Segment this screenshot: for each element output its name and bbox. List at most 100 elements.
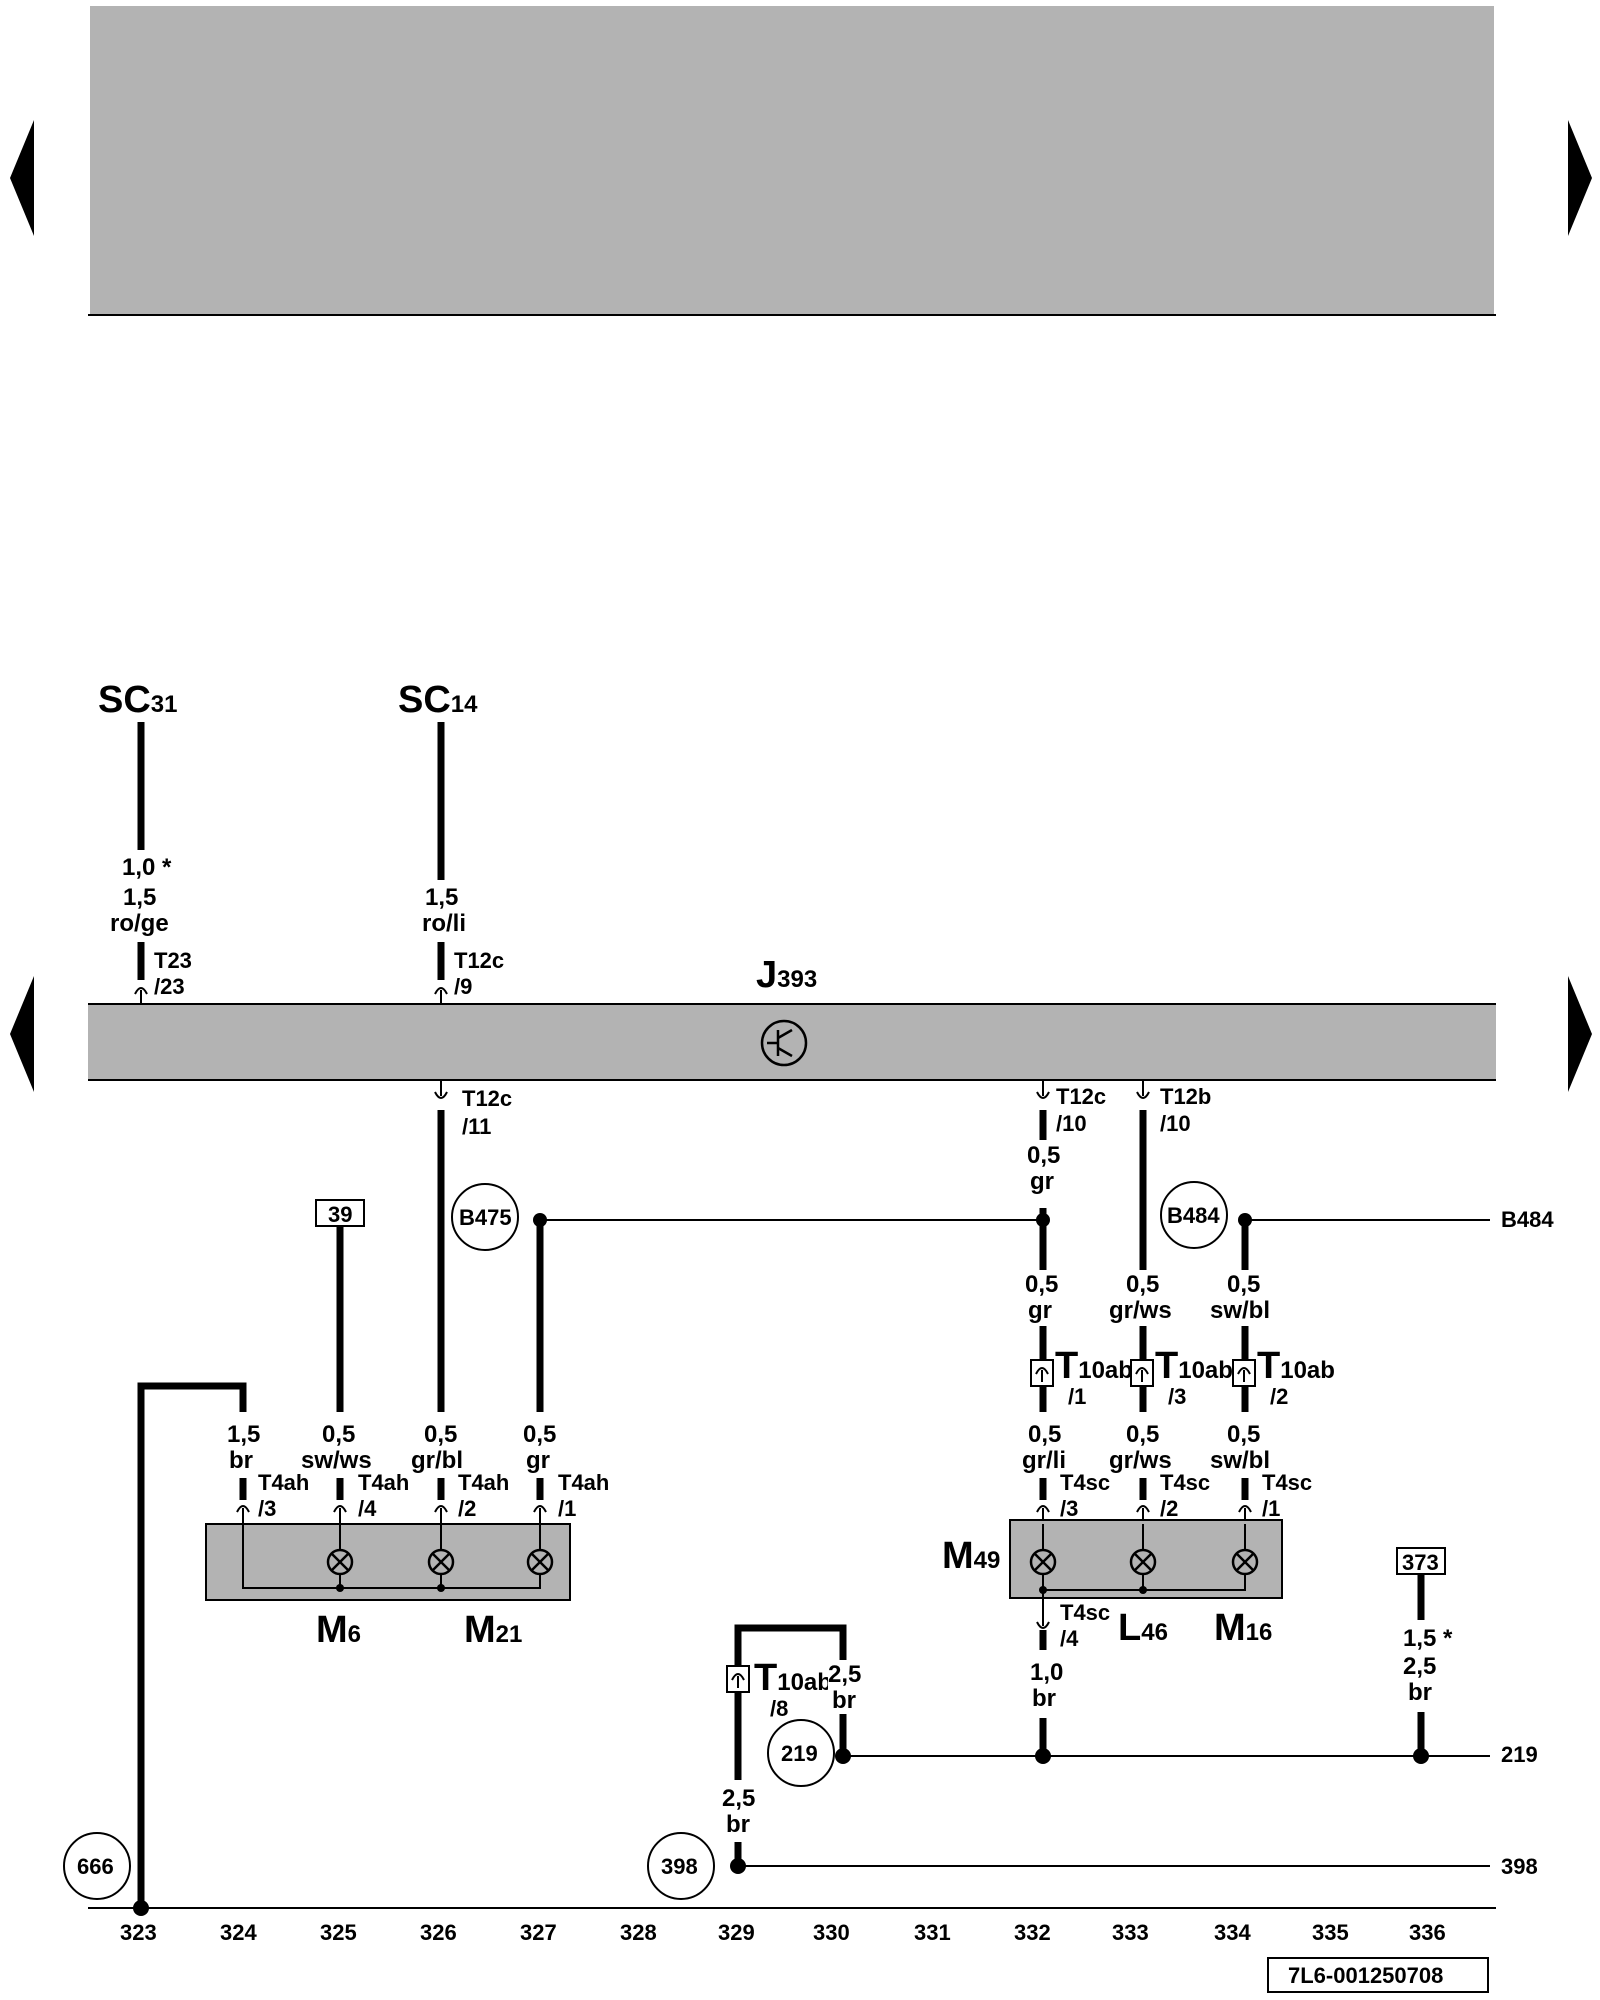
junction-m21	[437, 1584, 445, 1592]
wire-325-color: sw/ws	[301, 1447, 372, 1474]
next-page-arrow-top[interactable]	[1568, 120, 1592, 236]
connector-t12b-10-name: T12b	[1160, 1084, 1211, 1109]
junction-398	[730, 1858, 746, 1874]
pin-t4ah-3	[236, 1505, 250, 1524]
track-number: 330	[813, 1920, 850, 1945]
ref-box-39	[315, 1199, 365, 1227]
wire-327-color: gr	[526, 1447, 550, 1474]
t4ah-1-pin: /1	[558, 1496, 576, 1521]
junction-219-b	[1035, 1748, 1051, 1764]
ref-219-out: 219	[1501, 1742, 1538, 1767]
ref-b484-out: B484	[1501, 1207, 1554, 1232]
component-l46-label: L46	[1118, 1607, 1168, 1649]
component-m6-label: M6	[316, 1609, 361, 1651]
junction-219-a	[835, 1748, 851, 1764]
wire-332d-color: br	[1032, 1685, 1056, 1712]
track-number: 324	[220, 1920, 257, 1945]
ref-circle-b484	[1160, 1181, 1228, 1249]
t4sc-3-pin: /3	[1060, 1496, 1078, 1521]
junction-l46	[1139, 1586, 1147, 1594]
t4sc-2-name: T4sc	[1160, 1470, 1210, 1495]
wire-332d-size: 1,0	[1030, 1659, 1063, 1686]
t4ah-1-name: T4ah	[558, 1470, 609, 1495]
ref-398-label: 398	[661, 1854, 698, 1879]
bulb-icon-m6	[326, 1548, 354, 1576]
prev-page-arrow-top[interactable]	[10, 120, 34, 236]
wire-334a-size: 0,5	[1227, 1271, 1260, 1298]
supply-sc14: SC14	[398, 679, 478, 721]
t4ah-3-name: T4ah	[258, 1470, 309, 1495]
wire-332a-size: 0,5	[1027, 1142, 1060, 1169]
wire-334c-color: sw/bl	[1210, 1447, 1270, 1474]
bulb-icon-m49	[1029, 1548, 1057, 1576]
t4ah-3-pin: /3	[258, 1496, 276, 1521]
wire-332c-size: 0,5	[1028, 1421, 1061, 1448]
t4ah-2-name: T4ah	[458, 1470, 509, 1495]
track-numbers: 323 324 325 326 327 328 329 330 331 332 …	[120, 1920, 1446, 1945]
ref-666-label: 666	[77, 1854, 114, 1879]
wire-326-size: 0,5	[424, 1421, 457, 1448]
wire-327-size: 0,5	[523, 1421, 556, 1448]
wire-329-label-gap	[720, 1780, 760, 1834]
ref-b484-label: B484	[1167, 1203, 1220, 1228]
connector-t23-pin: /23	[154, 974, 185, 999]
diagram-id: 7L6-001250708	[1288, 1963, 1443, 1988]
next-page-arrow-mid[interactable]	[1568, 976, 1592, 1092]
track-number: 327	[520, 1920, 557, 1945]
t10ab-8-pin: /8	[770, 1696, 788, 1721]
pin-t12c-11	[434, 1080, 448, 1099]
ref-circle-398	[647, 1832, 715, 1900]
wire-333c-size: 0,5	[1126, 1421, 1159, 1448]
wire-330-size: 2,5	[828, 1661, 861, 1688]
top-component-area	[90, 6, 1494, 314]
wire-324-color: br	[229, 1447, 253, 1474]
junction-332	[1036, 1213, 1050, 1227]
connector-t12c-10-pin: /10	[1056, 1111, 1087, 1136]
prev-page-arrow-mid[interactable]	[10, 976, 34, 1092]
control-unit-j393	[88, 1004, 1496, 1080]
connector-t12c-9-pin: /9	[454, 974, 472, 999]
wire-325-size: 0,5	[322, 1421, 355, 1448]
wire-sc14-color: ro/li	[422, 910, 466, 937]
t4sc-1-pin: /1	[1262, 1496, 1280, 1521]
track-number: 329	[718, 1920, 755, 1945]
track-number: 325	[320, 1920, 357, 1945]
connector-t12c-9-name: T12c	[454, 948, 504, 973]
t10ab-8-name: T10ab	[754, 1657, 832, 1699]
wire-sc14-size: 1,5	[425, 884, 458, 911]
supply-sc31: SC31	[98, 679, 178, 721]
wire-sc31-color: ro/ge	[110, 910, 169, 937]
t4ah-4-name: T4ah	[358, 1470, 409, 1495]
t10ab-2-name: T10ab	[1257, 1345, 1335, 1387]
component-m21-label: M21	[464, 1609, 522, 1651]
pin-t12c-10	[1036, 1080, 1050, 1099]
t4ah-2-pin: /2	[458, 1496, 476, 1521]
t4sc-2-pin: /2	[1160, 1496, 1178, 1521]
wire-332a-color: gr	[1030, 1168, 1054, 1195]
track-number: 336	[1409, 1920, 1446, 1945]
diagram-id-box	[1267, 1957, 1489, 1993]
connector-icon-t10ab-1	[1030, 1359, 1054, 1387]
junction-m49	[1039, 1586, 1047, 1594]
ref-box-373-label: 373	[1402, 1550, 1439, 1575]
track-number: 326	[420, 1920, 457, 1945]
ref-b475-label: B475	[459, 1205, 512, 1230]
wire-336-size: 2,5	[1403, 1653, 1436, 1680]
t4sc-1-name: T4sc	[1262, 1470, 1312, 1495]
connector-t12b-10-pin: /10	[1160, 1111, 1191, 1136]
t10ab-3-name: T10ab	[1155, 1345, 1233, 1387]
bulb-icon-m16	[1231, 1548, 1259, 1576]
wire-332b-color: gr	[1028, 1297, 1052, 1324]
pin-t12b-10	[1136, 1080, 1150, 1099]
wire-326-color: gr/bl	[411, 1447, 463, 1474]
wire-324-size: 1,5	[227, 1421, 260, 1448]
wire-sc31-size: 1,5	[123, 884, 156, 911]
pin-t4ah-4	[333, 1505, 347, 1524]
t10ab-1-name: T10ab	[1055, 1345, 1133, 1387]
connector-icon-t10ab-8	[726, 1665, 750, 1693]
wire-332b-size: 0,5	[1025, 1271, 1058, 1298]
pin-t4ah-1	[533, 1505, 547, 1524]
connector-t12c-10-name: T12c	[1056, 1084, 1106, 1109]
t10ab-3-pin: /3	[1168, 1384, 1186, 1409]
